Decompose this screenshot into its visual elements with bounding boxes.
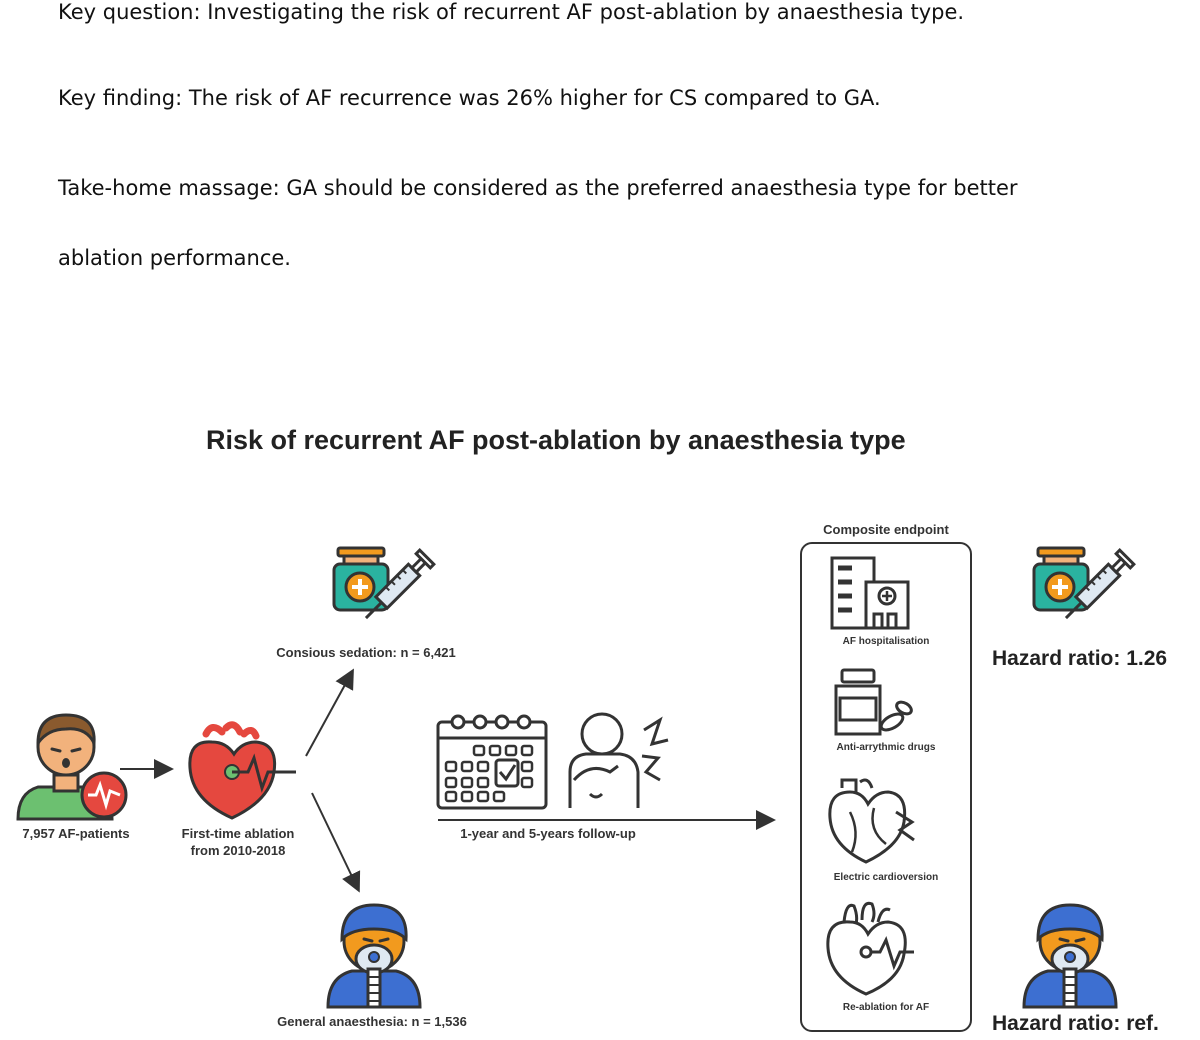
hazard-ratio-cs: Hazard ratio: 1.26	[992, 647, 1168, 670]
anaesthesia-mask-icon	[326, 903, 422, 1009]
heart-icon	[188, 721, 296, 820]
followup-label: 1-year and 5-years follow-up	[460, 826, 636, 841]
heart-ablation-icon	[826, 901, 914, 996]
take-home-message-line2: ablation performance.	[58, 246, 291, 270]
general-anaesthesia-label: General anaesthesia: n = 1,536	[277, 1014, 467, 1029]
sedation-syringe-icon	[332, 546, 436, 620]
take-home-message-line1: Take-home massage: GA should be consider…	[58, 176, 1018, 200]
key-finding: Key finding: The risk of AF recurrence w…	[58, 86, 881, 110]
composite-endpoint-title: Composite endpoint	[823, 522, 949, 537]
hospital-icon	[830, 556, 910, 630]
arrow-to-sedation	[305, 668, 354, 757]
endpoint-label: Electric cardioversion	[833, 872, 939, 883]
diagram-title: Risk of recurrent AF post-ablation by an…	[206, 425, 906, 455]
hazard-ratio-ga: Hazard ratio: ref.	[992, 1012, 1159, 1035]
calendar-icon	[436, 714, 548, 810]
pill-bottle-icon	[834, 668, 913, 736]
anaesthesia-mask-icon	[1022, 903, 1118, 1009]
patient-icon	[16, 713, 128, 821]
endpoint-label: AF hospitalisation	[842, 636, 930, 647]
sedation-label: Consious sedation: n = 6,421	[276, 645, 456, 660]
composite-endpoint-box	[800, 542, 972, 1032]
sedation-syringe-icon	[1032, 546, 1136, 620]
key-question: Key question: Investigating the risk of …	[58, 0, 965, 24]
ablation-label-line2: from 2010-2018	[190, 843, 286, 858]
heart-shock-icon	[828, 778, 915, 864]
arrow-to-general	[311, 792, 361, 893]
endpoint-label: Re-ablation for AF	[842, 1002, 930, 1013]
chest-pain-icon	[568, 712, 669, 808]
patients-label: 7,957 AF-patients	[22, 826, 130, 841]
ablation-label-line1: First-time ablation	[181, 826, 295, 841]
endpoint-label: Anti-arrythmic drugs	[836, 742, 936, 753]
